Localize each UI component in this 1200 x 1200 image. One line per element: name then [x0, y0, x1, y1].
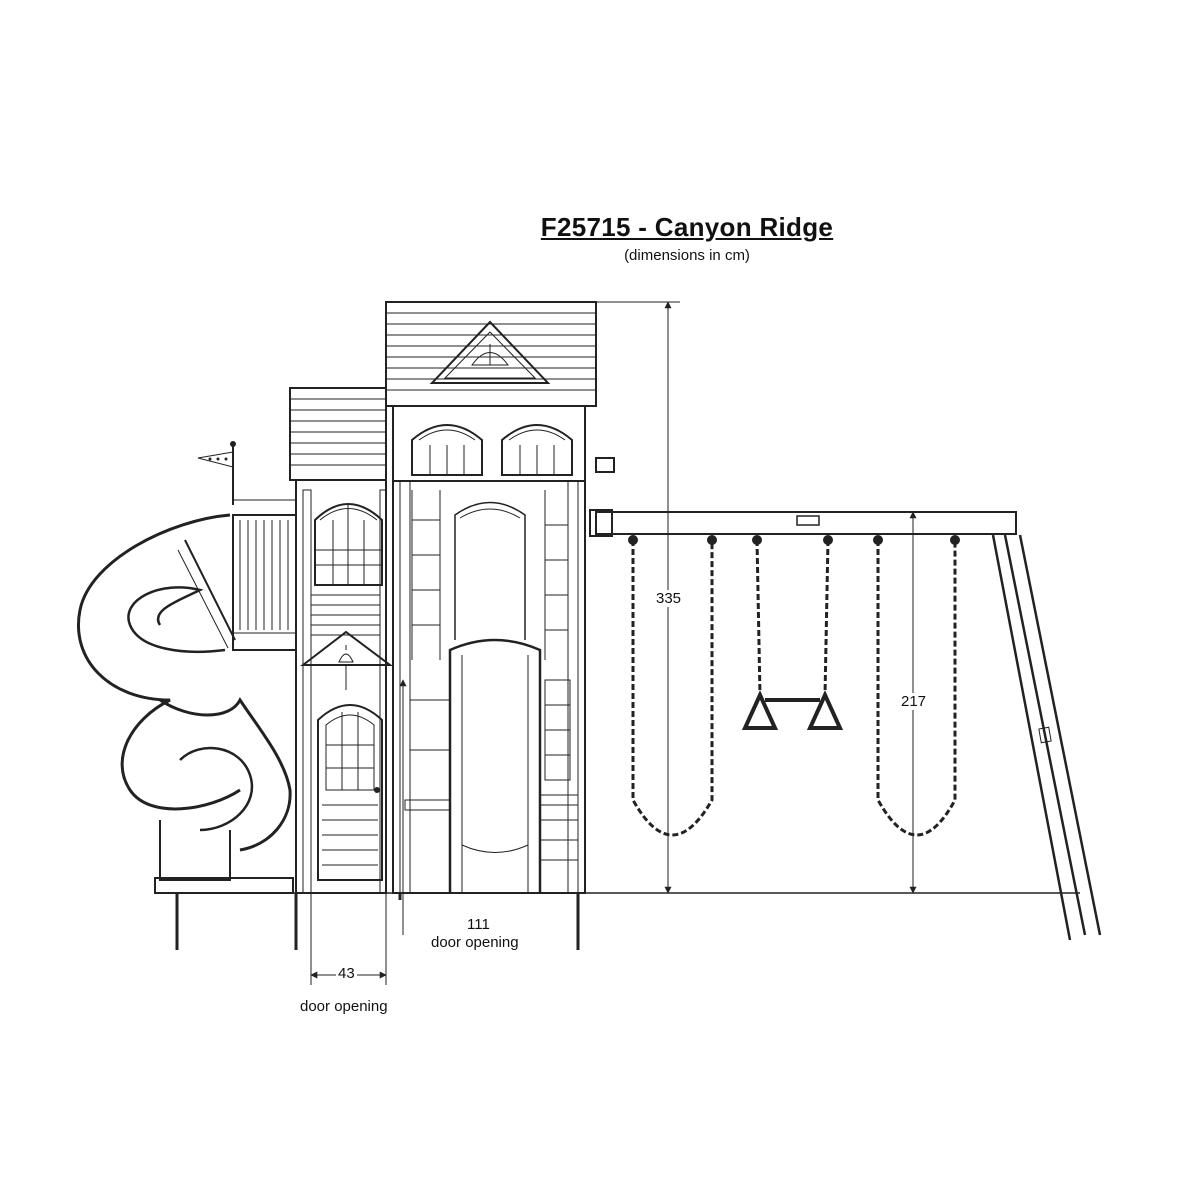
total-height-label: 335 — [654, 590, 684, 607]
bell-gable — [300, 630, 393, 690]
left-door-caption: door opening — [298, 998, 390, 1015]
right-door-caption: door opening — [429, 934, 521, 951]
left-door — [317, 704, 383, 881]
left-tower — [289, 387, 393, 950]
trapeze-bar — [741, 535, 844, 730]
swing-belt-2 — [873, 535, 960, 837]
straight-slide — [448, 638, 542, 893]
left-tower-upper-window — [314, 503, 383, 586]
drawing-subtitle: (dimensions in cm) — [624, 247, 750, 264]
left-tower-roof — [289, 387, 387, 481]
main-tower — [385, 301, 615, 950]
climbing-ladder — [411, 490, 441, 660]
spiral-tube-slide — [77, 513, 294, 950]
slide-deck — [197, 441, 297, 651]
drawing-title: F25715 - Canyon Ridge — [540, 212, 834, 242]
right-door-width-label: 111 — [465, 916, 492, 933]
swing-set — [589, 509, 1102, 941]
left-door-width-label: 43 — [336, 965, 357, 982]
flag — [197, 441, 236, 505]
main-tower-roof — [385, 301, 597, 407]
swing-beam-height-label: 217 — [899, 693, 929, 710]
swing-belt-1 — [628, 535, 717, 837]
main-tower-upper-windows — [411, 424, 573, 476]
